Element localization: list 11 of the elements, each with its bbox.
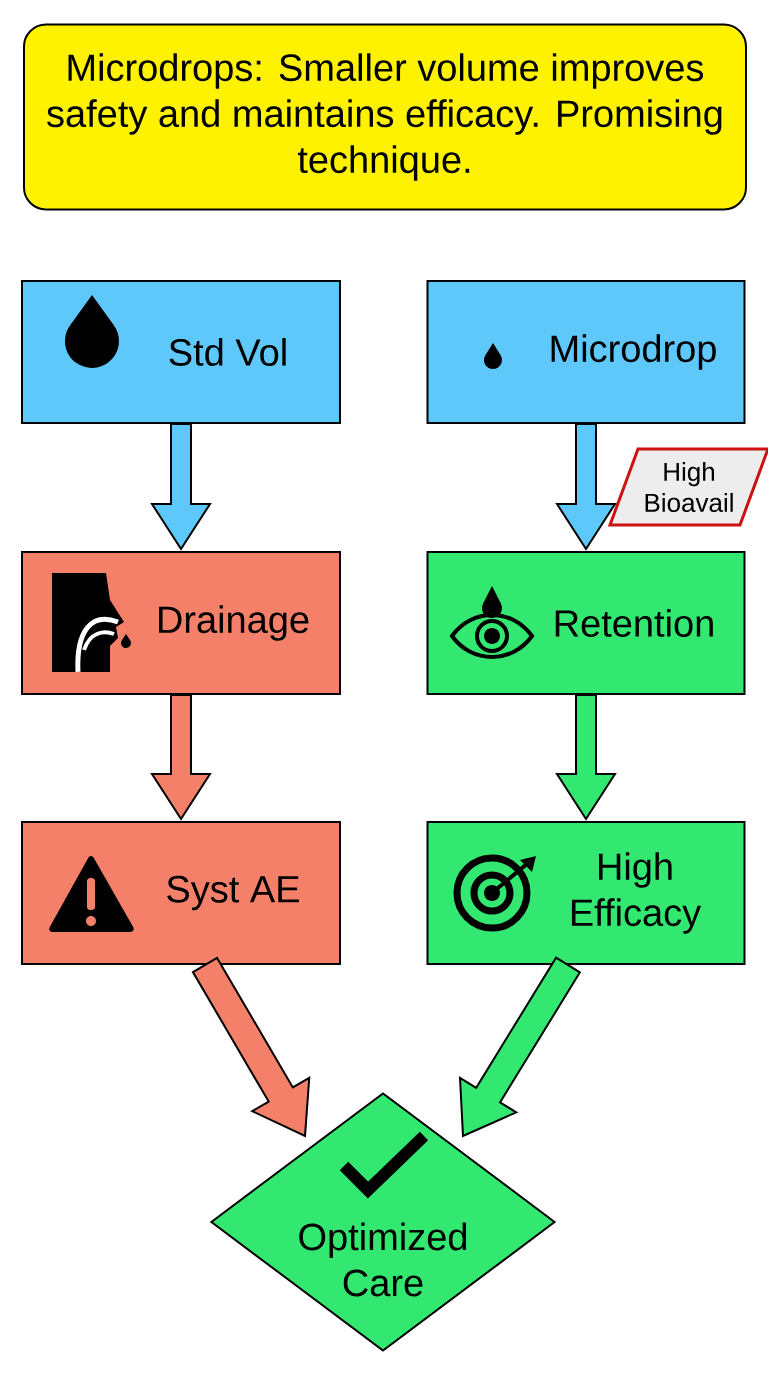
process-box: Retention	[426, 551, 746, 695]
title-box: Microdrops: Smaller volume improves safety and maintains efficacy. Promising technique.	[23, 23, 747, 211]
process-box: High Efficacy	[426, 821, 746, 965]
block-arrow	[555, 423, 617, 551]
block-arrow	[191, 956, 311, 1138]
block-arrow	[555, 694, 617, 821]
process-box: Microdrop	[426, 280, 746, 424]
process-box: Syst AE	[21, 821, 341, 965]
block-arrow	[150, 423, 212, 551]
block-arrow	[150, 694, 212, 821]
process-box: Std Vol	[21, 280, 341, 424]
